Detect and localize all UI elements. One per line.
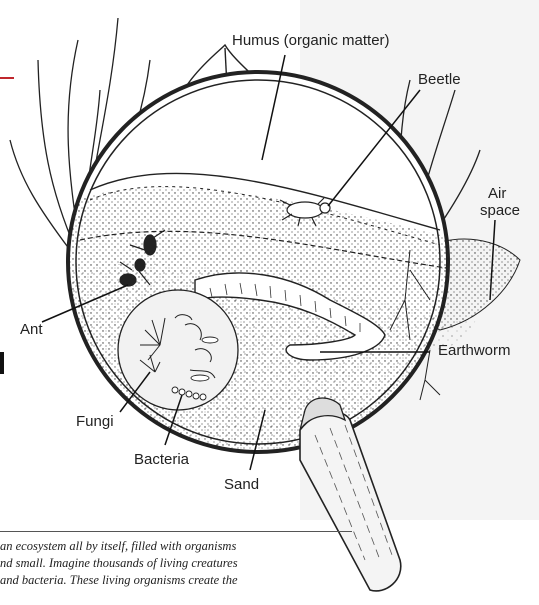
cropped-text-fragment — [0, 352, 4, 374]
caption-rule — [0, 531, 352, 532]
label-air: Air — [488, 186, 506, 201]
label-earthworm: Earthworm — [438, 343, 511, 358]
label-sand: Sand — [224, 477, 259, 492]
label-humus: Humus (organic matter) — [232, 33, 390, 48]
label-space: space — [480, 203, 520, 218]
label-beetle: Beetle — [418, 72, 461, 87]
label-bacteria: Bacteria — [134, 452, 189, 467]
label-fungi: Fungi — [76, 414, 114, 429]
caption-line: nd small. Imagine thousands of living cr… — [0, 555, 352, 572]
red-accent-mark — [0, 77, 14, 79]
label-ant: Ant — [20, 322, 43, 337]
caption-text: an ecosystem all by itself, filled with … — [0, 538, 352, 589]
caption-line: an ecosystem all by itself, filled with … — [0, 538, 352, 555]
caption-line: and bacteria. These living organisms cre… — [0, 572, 352, 589]
